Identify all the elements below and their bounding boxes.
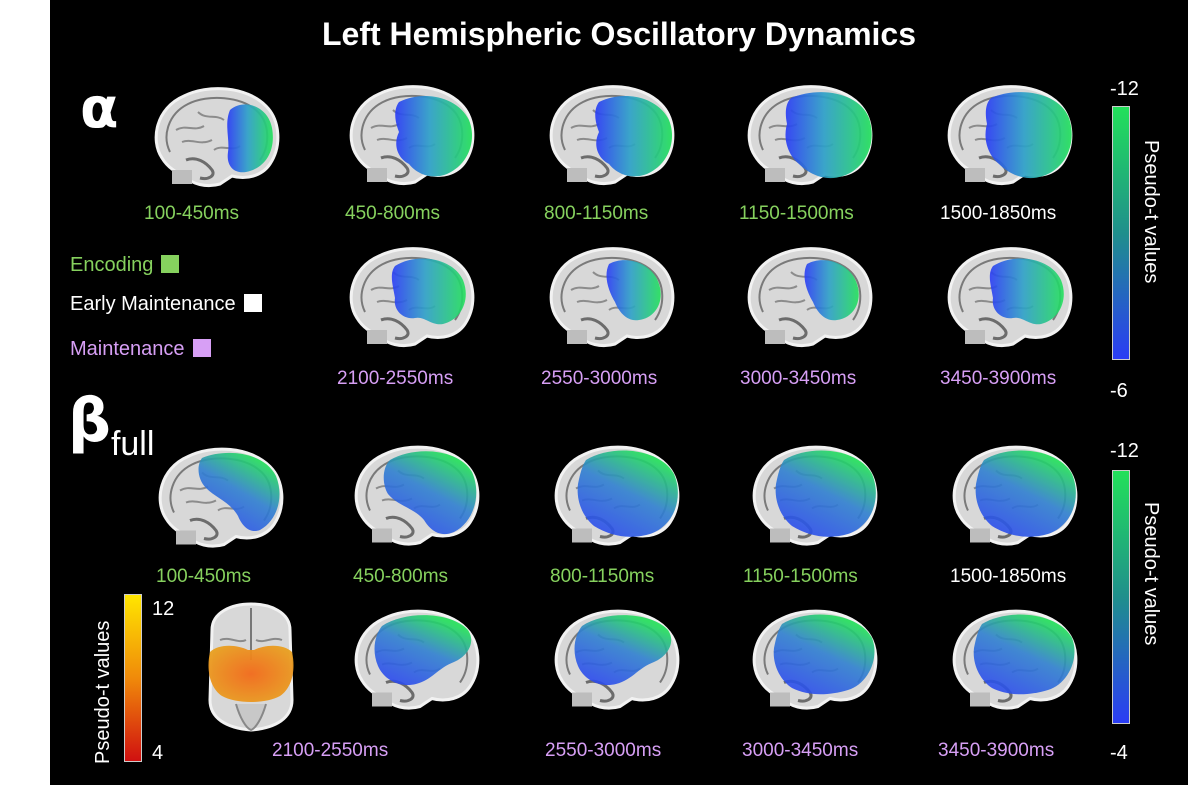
alpha-window-label: 3450-3900ms <box>940 368 1057 389</box>
alpha-brain-800-1150 <box>537 78 682 188</box>
alpha-window-label: 100-450ms <box>144 203 240 224</box>
alpha-window-label: 800-1150ms <box>544 203 649 224</box>
beta-symbol: βfull <box>68 386 154 464</box>
alpha-brain-2100-2550 <box>337 240 482 350</box>
alpha-window-label: 2100-2550ms <box>337 368 454 389</box>
beta-coronal-brain <box>196 600 306 735</box>
posterior-colorbar-bottom-label: 4 <box>152 742 164 764</box>
beta-window-label: 2100-2550ms <box>272 740 389 761</box>
beta-window-label: 450-800ms <box>353 566 449 587</box>
beta-colorbar-title: Pseudo-t values <box>1140 502 1162 646</box>
alpha-colorbar-bottom-label: -6 <box>1110 380 1128 402</box>
alpha-brain-1150-1500 <box>735 78 880 188</box>
alpha-brain-3000-3450 <box>735 240 880 350</box>
beta-window-label: 3450-3900ms <box>938 740 1055 761</box>
alpha-window-label: 1150-1500ms <box>739 203 854 224</box>
posterior-colorbar <box>124 594 142 762</box>
alpha-colorbar-title: Pseudo-t values <box>1140 140 1162 284</box>
figure-title: Left Hemispheric Oscillatory Dynamics <box>322 16 916 52</box>
alpha-window-label: 450-800ms <box>345 203 441 224</box>
legend-maintenance-swatch <box>192 339 211 357</box>
beta-symbol-letter: β <box>68 386 111 456</box>
legend-early-maintenance: Early Maintenance <box>70 293 262 316</box>
alpha-colorbar-top-label: -12 <box>1110 78 1139 100</box>
posterior-colorbar-title: Pseudo-t values <box>92 620 114 764</box>
beta-window-label: 3000-3450ms <box>742 740 859 761</box>
beta-brain-450-800 <box>342 436 487 551</box>
beta-symbol-subscript: full <box>110 425 155 463</box>
beta-colorbar-top-label: -12 <box>1110 440 1139 462</box>
beta-window-label: 1500-1850ms <box>950 566 1067 587</box>
alpha-brain-2550-3000 <box>537 240 682 350</box>
alpha-window-label: 1500-1850ms <box>940 203 1057 224</box>
alpha-colorbar <box>1112 106 1130 360</box>
beta-brain-1150-1500 <box>740 436 885 551</box>
beta-brain-2550-3000 <box>542 600 687 715</box>
beta-brain-3450-3900 <box>940 600 1085 715</box>
beta-brain-100-450 <box>146 438 291 553</box>
beta-window-label: 100-450ms <box>156 566 252 587</box>
legend-encoding-swatch <box>161 255 180 273</box>
beta-colorbar-bottom-label: -4 <box>1110 742 1128 764</box>
beta-brain-800-1150 <box>542 436 687 551</box>
legend-encoding: Encoding <box>70 254 180 277</box>
alpha-window-label: 2550-3000ms <box>541 368 658 389</box>
legend-early-maintenance-swatch <box>243 294 262 312</box>
beta-window-label: 2550-3000ms <box>545 740 662 761</box>
beta-window-label: 800-1150ms <box>550 566 655 587</box>
alpha-brain-100-450 <box>142 80 287 190</box>
figure-panel: Left Hemispheric Oscillatory Dynamics α … <box>50 0 1188 785</box>
legend-encoding-label: Encoding <box>70 254 154 276</box>
alpha-brain-450-800 <box>337 78 482 188</box>
beta-colorbar <box>1112 470 1130 724</box>
legend-maintenance-label: Maintenance <box>70 338 185 360</box>
beta-brain-1500-1850 <box>940 436 1085 551</box>
alpha-window-label: 3000-3450ms <box>740 368 857 389</box>
alpha-brain-3450-3900 <box>935 240 1080 350</box>
legend-early-maintenance-label: Early Maintenance <box>70 293 236 315</box>
alpha-symbol: α <box>80 76 119 141</box>
beta-brain-3000-3450 <box>740 600 885 715</box>
beta-window-label: 1150-1500ms <box>743 566 858 587</box>
beta-brain-2100-2550 <box>342 600 487 715</box>
alpha-brain-1500-1850 <box>935 78 1080 188</box>
posterior-colorbar-top-label: 12 <box>152 598 175 620</box>
legend-maintenance: Maintenance <box>70 338 211 361</box>
